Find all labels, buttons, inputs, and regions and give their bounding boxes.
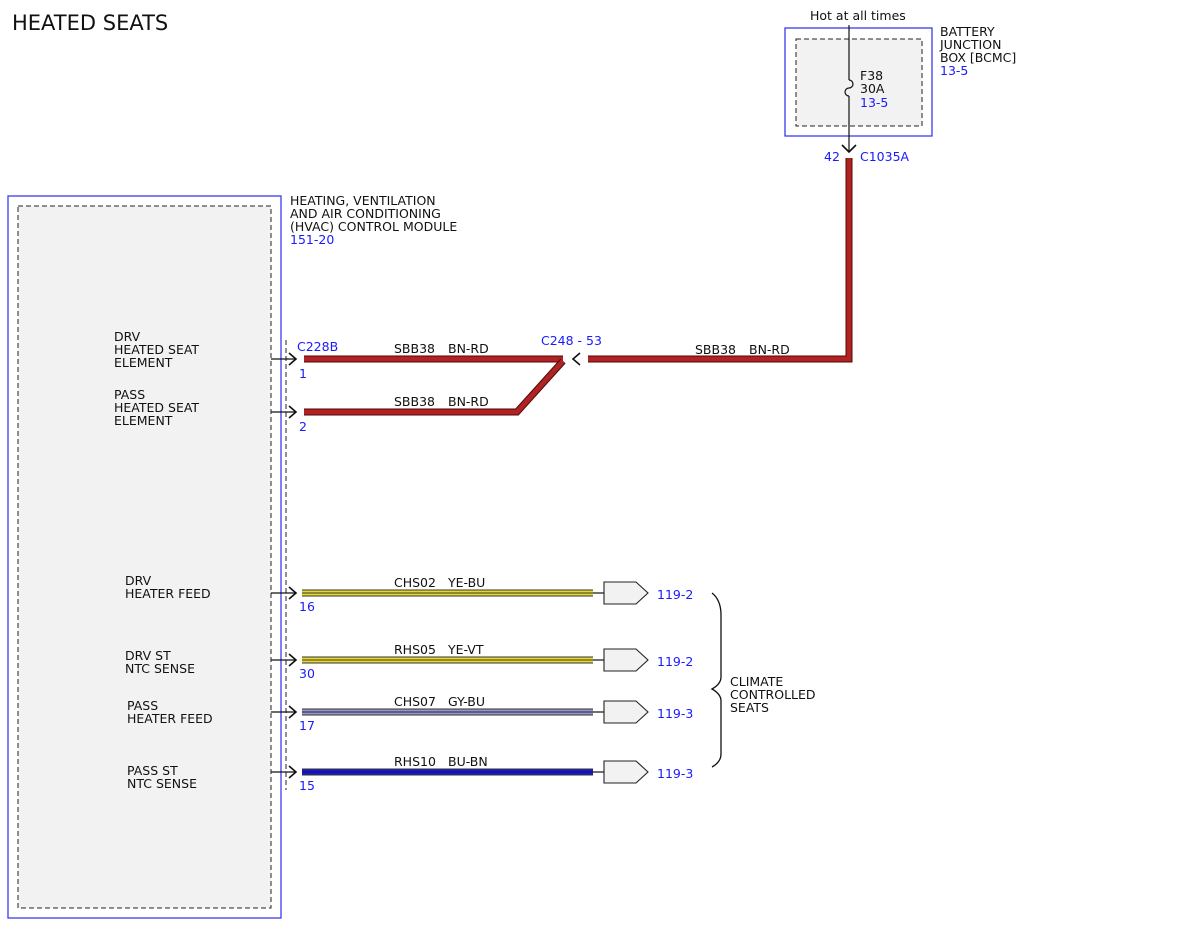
hot-at-all-times-label: Hot at all times [810,8,906,23]
connector-chevron-icon [288,586,298,600]
hvac-name-line-2: AND AIR CONDITIONING [290,206,441,221]
wire-color-code: BN-RD [448,394,489,409]
power-wires: C248 - 53 SBB38 BN-RD [304,158,853,416]
main-wire-color: BN-RD [749,342,790,357]
climate-label-line-3: SEATS [730,700,769,715]
pin-function-label: NTC SENSE [127,776,197,791]
connector-terminal-icon [603,581,649,605]
diagram-title: HEATED SEATS [12,11,168,35]
hvac-connector: C228B [297,339,338,354]
connector-chevron-icon [841,144,857,154]
pin-function-label: HEATER FEED [127,711,213,726]
circuit-id: CHS07 [394,694,436,709]
page-ref: 119-3 [657,766,693,781]
page-ref: 119-2 [657,654,693,669]
climate-label-line-2: CONTROLLED [730,687,816,702]
pin-function-label: PASS ST [127,763,178,778]
wire-color-code: BU-BN [448,754,488,769]
connector-chevron-icon [288,653,298,667]
wire-color-code: YE-VT [447,642,484,657]
connector-terminal-icon [603,760,649,784]
bjb-name-line-2: JUNCTION [939,37,1001,52]
hvac-control-module: HEATING, VENTILATION AND AIR CONDITIONIN… [7,193,457,919]
bjb-pin: 42 [824,149,840,164]
climate-controlled-seats: CLIMATE CONTROLLED SEATS [710,592,816,768]
pin-function-label: DRV [114,329,141,344]
fuse-name: F38 [860,68,883,83]
connector-chevron-icon [288,352,298,366]
pin-function-label: PASS [114,387,145,402]
pin-number: 1 [299,366,307,381]
pin-function-label: ELEMENT [114,413,173,428]
wire-color-code: BN-RD [448,341,489,356]
battery-junction-box: Hot at all times F38 30A 13-5 BATTERY JU… [784,8,1016,164]
bjb-name-line-3: BOX [BCMC] [940,50,1016,65]
wire-color-code: GY-BU [448,694,485,709]
connector-chevron-icon [288,765,298,779]
pin-function-label: HEATED SEAT [114,342,199,357]
pin-function-label: HEATED SEAT [114,400,199,415]
connector-chevron-icon [288,405,298,419]
splice-label: C248 - 53 [541,333,602,348]
connector-terminal-icon [603,648,649,672]
circuit-id: CHS02 [394,575,436,590]
circuit-id: RHS05 [394,642,436,657]
fuse-icon [844,79,854,97]
page-ref: 119-3 [657,706,693,721]
fuse-ref: 13-5 [860,95,888,110]
page-ref: 119-2 [657,587,693,602]
bracket-icon [710,592,722,768]
pin-function-label: NTC SENSE [125,661,195,676]
pin-function-label: ELEMENT [114,355,173,370]
climate-label-line-1: CLIMATE [730,674,783,689]
pin-number: 2 [299,419,307,434]
bjb-name-line-1: BATTERY [940,24,995,39]
pin-function-label: PASS [127,698,158,713]
bjb-connector: C1035A [860,149,910,164]
circuit-id: SBB38 [394,341,435,356]
hvac-ref: 151-20 [290,232,334,247]
fuse-rating: 30A [860,81,885,96]
pin-number: 16 [299,599,315,614]
circuit-id: RHS10 [394,754,436,769]
hvac-name-line-1: HEATING, VENTILATION [290,193,436,208]
pin-function-label: DRV [125,573,152,588]
pin-number: 15 [299,778,315,793]
pin-number: 17 [299,718,315,733]
wire-color-code: YE-BU [447,575,485,590]
connector-chevron-icon [288,705,298,719]
pin-function-label: DRV ST [125,648,171,663]
bjb-ref: 13-5 [940,63,968,78]
splice-chevron-icon [571,352,581,366]
pin-function-label: HEATER FEED [125,586,211,601]
hvac-name-line-3: (HVAC) CONTROL MODULE [290,219,457,234]
main-wire-circuit: SBB38 [695,342,736,357]
circuit-id: SBB38 [394,394,435,409]
pin-number: 30 [299,666,315,681]
connector-terminal-icon [603,700,649,724]
